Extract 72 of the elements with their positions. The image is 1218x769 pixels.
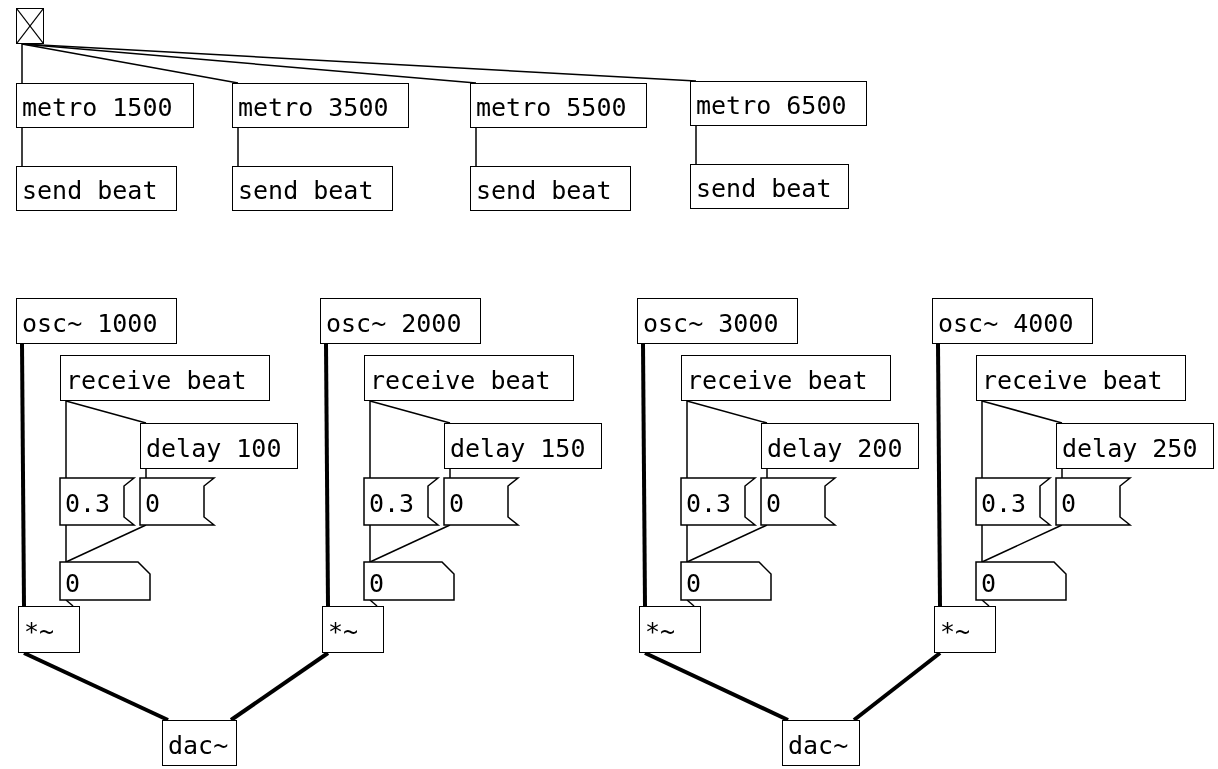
connection-line [686,524,768,563]
connection-line [852,651,942,722]
connection-line [981,400,983,479]
connection-line [686,524,688,563]
object-box: send beat [16,166,177,211]
object-box: delay 100 [140,423,298,469]
object-box: receive beat [976,355,1186,401]
connection-line [695,125,697,165]
connection-line [237,127,239,167]
object-box: receive beat [364,355,574,401]
connection-line [936,344,942,606]
connection-line [21,43,23,84]
connection-line [65,524,67,563]
object-box: send beat [232,166,393,211]
message-box: 0.3 [681,478,755,525]
connection-line [686,400,768,424]
object-box: metro 3500 [232,83,409,128]
connection-line [369,400,451,424]
connection-line [641,344,647,606]
object-box: delay 150 [444,423,602,469]
object-box: receive beat [60,355,270,401]
object-box: *~ [639,606,701,653]
connection-line [686,400,688,479]
connection-line [65,400,67,479]
object-box: send beat [470,166,631,211]
object-box: dac~ [162,720,237,766]
connection-line [20,344,26,606]
connection-line [369,524,371,563]
connection-line [229,651,330,722]
connection-line [981,524,1063,563]
object-box: osc~ 3000 [637,298,798,344]
connection-line [65,524,147,563]
object-box: send beat [690,164,849,209]
connection-line [23,651,169,722]
connection-line [449,468,451,479]
connection-line [145,468,147,479]
connection-line [369,400,371,479]
number-box: 0 [60,562,150,600]
connection-line [766,468,768,479]
connection-line [981,400,1063,424]
connection-line [1061,468,1063,479]
object-box: delay 200 [761,423,919,469]
object-box: osc~ 4000 [932,298,1093,344]
number-box: 0 [681,562,771,600]
connection-line [475,127,477,167]
object-box: dac~ [782,720,860,766]
message-box: 0 [140,478,214,525]
message-box: 0 [1056,478,1130,525]
object-box: metro 5500 [470,83,647,128]
object-box: osc~ 1000 [16,298,177,344]
connection-line [369,524,451,563]
object-box: *~ [934,606,996,653]
message-box: 0 [444,478,518,525]
message-box: 0.3 [364,478,438,525]
object-box: *~ [18,606,80,653]
connection-line [324,344,330,606]
message-box: 0.3 [976,478,1050,525]
message-box: 0.3 [60,478,134,525]
number-box: 0 [976,562,1066,600]
number-box: 0 [364,562,454,600]
message-box: 0 [761,478,835,525]
connection-line [65,400,147,424]
toggle-checkbox [16,8,44,44]
connection-line [981,524,983,563]
object-box: *~ [322,606,384,653]
object-box: delay 250 [1056,423,1214,469]
object-box: receive beat [681,355,891,401]
object-box: metro 6500 [690,81,867,126]
object-box: osc~ 2000 [320,298,481,344]
object-box: metro 1500 [16,83,194,128]
connection-line [21,127,23,167]
connection-line [644,651,789,722]
